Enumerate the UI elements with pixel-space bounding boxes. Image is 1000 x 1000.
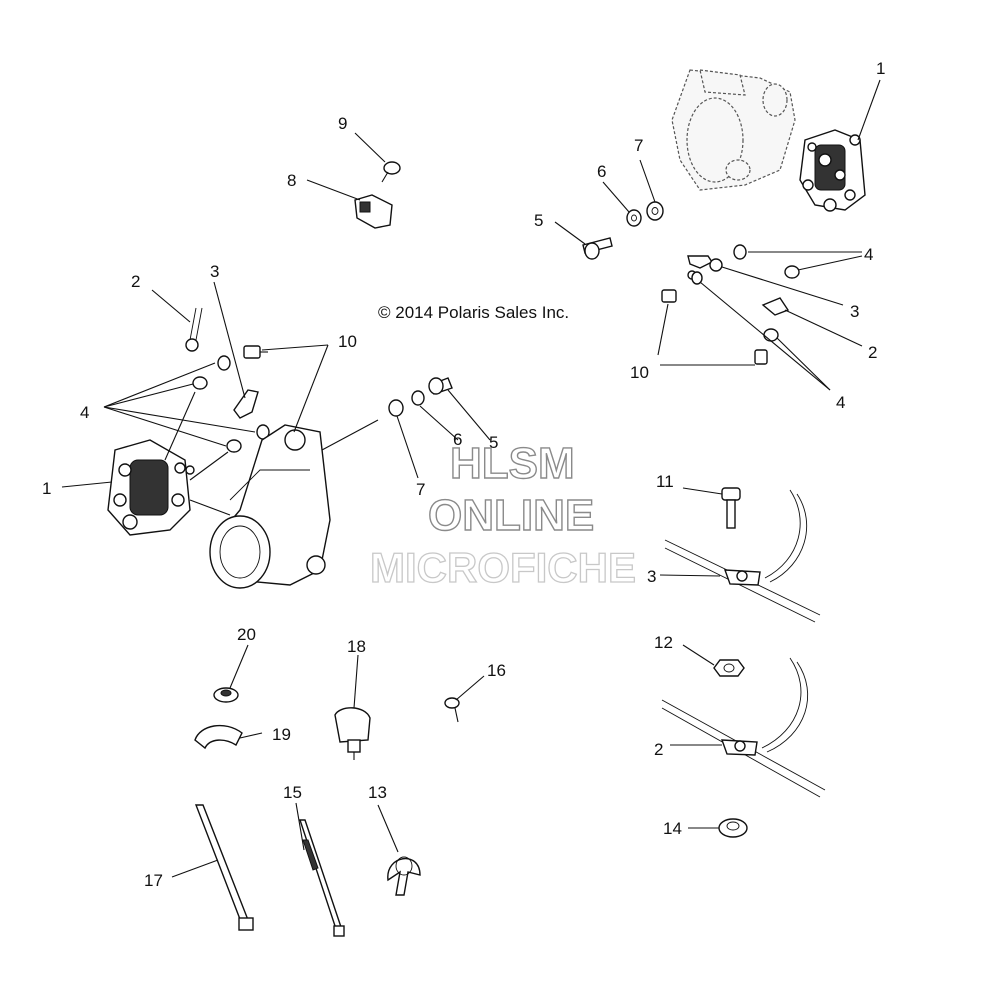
cable-tie-17	[194, 804, 254, 931]
callout-3-clamp: 3	[647, 567, 656, 586]
callout-16: 16	[487, 661, 506, 680]
callout-15: 15	[283, 783, 302, 802]
callout-4-left: 4	[80, 403, 89, 422]
callout-10-left: 10	[338, 332, 357, 351]
caliper-upper-right	[799, 129, 866, 212]
callout-3-right: 3	[850, 302, 859, 321]
brake-line-2-left	[185, 307, 203, 352]
rivet-16	[444, 697, 460, 723]
bolt-9	[381, 161, 401, 183]
callout-17: 17	[144, 871, 163, 890]
callout-6-top: 6	[597, 162, 606, 181]
watermark-line-2: ONLINE	[428, 491, 594, 540]
callout-18: 18	[347, 637, 366, 656]
callout-7-mid: 7	[416, 480, 425, 499]
watermark: HLSM ONLINE MICROFICHE	[369, 438, 636, 591]
caliper-left	[107, 439, 195, 536]
leaders-left	[61, 281, 491, 516]
callout-10-right: 10	[630, 363, 649, 382]
bolt-10-upper-right-b	[754, 349, 768, 365]
callout-2-right: 2	[868, 343, 877, 362]
bolt-10-upper-right-a	[661, 289, 677, 303]
washer-6-upper	[626, 209, 642, 227]
callout-4-lower-right: 4	[836, 393, 845, 412]
knuckle-upper-right	[671, 69, 796, 191]
washer-7-upper	[646, 201, 664, 221]
bolt-11	[721, 487, 741, 529]
callout-2-clamp: 2	[654, 740, 663, 759]
callout-6-mid: 6	[453, 430, 462, 449]
clip-2-upper-right	[761, 297, 790, 316]
callout-1-right: 1	[876, 59, 885, 78]
callout-11: 11	[656, 472, 674, 491]
clamp-3-assembly	[664, 489, 821, 623]
washer-7-mid	[388, 399, 404, 417]
clamp-2-assembly	[661, 657, 826, 798]
callout-19: 19	[272, 725, 291, 744]
callout-5-mid: 5	[489, 433, 498, 452]
callout-1-left: 1	[42, 479, 51, 498]
callout-3-left: 3	[210, 262, 219, 281]
callouts: 1 7 6 5 4 3 2 10 4 9 8 2 3 10 4 1 5 6 7 …	[42, 59, 885, 890]
clip-19	[194, 724, 243, 750]
watermark-line-1: HLSM	[450, 439, 575, 488]
clip-13	[387, 856, 421, 896]
callout-20: 20	[237, 625, 256, 644]
screw-20	[213, 687, 239, 703]
callout-12: 12	[654, 633, 673, 652]
callout-5-top: 5	[534, 211, 543, 230]
cable-tie-15	[299, 819, 345, 937]
washers-4-left	[192, 355, 270, 453]
brake-line-fitting-upper	[687, 255, 723, 280]
callout-8: 8	[287, 171, 296, 190]
nut-12	[713, 659, 745, 677]
callout-2-left: 2	[131, 272, 140, 291]
clip-18	[334, 707, 371, 760]
watermark-line-3: MICROFICHE	[370, 544, 636, 591]
callout-14: 14	[663, 819, 682, 838]
bolt-5-mid	[428, 377, 453, 395]
bracket-8	[354, 194, 393, 229]
knuckle-left	[209, 424, 331, 589]
callout-13: 13	[368, 783, 387, 802]
callout-7-top: 7	[634, 136, 643, 155]
leaders-upper-right	[554, 79, 881, 391]
nut-14	[718, 818, 748, 838]
copyright-notice: © 2014 Polaris Sales Inc.	[378, 303, 569, 322]
bolt-5-upper	[582, 237, 613, 260]
washer-6-mid	[411, 390, 425, 406]
callout-9: 9	[338, 114, 347, 133]
brake-line-3-left	[233, 389, 259, 419]
callout-4-upper-right: 4	[864, 245, 873, 264]
